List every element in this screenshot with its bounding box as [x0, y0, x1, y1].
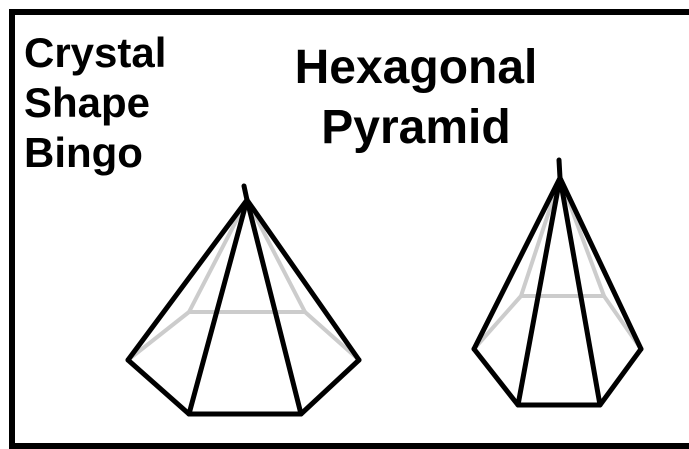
title-line-crystal: Crystal [24, 29, 167, 76]
title-line-bingo: Bingo [24, 129, 143, 176]
hexagonal-pyramid-icon-right [471, 157, 644, 408]
shape-name: Hexagonal Pyramid [266, 38, 566, 158]
visible-edges [471, 157, 644, 408]
title-line-shape: Shape [24, 79, 151, 126]
hexagonal-pyramid-icon-left [125, 183, 362, 417]
shape-name-line-1: Hexagonal [294, 41, 538, 94]
shape-name-line-2: Pyramid [321, 101, 511, 154]
hidden-edges [126, 198, 361, 362]
bingo-card-title: Crystal Shape Bingo [24, 28, 166, 178]
bingo-card: Crystal Shape Bingo Hexagonal Pyramid [9, 9, 689, 449]
visible-edges [125, 183, 362, 417]
